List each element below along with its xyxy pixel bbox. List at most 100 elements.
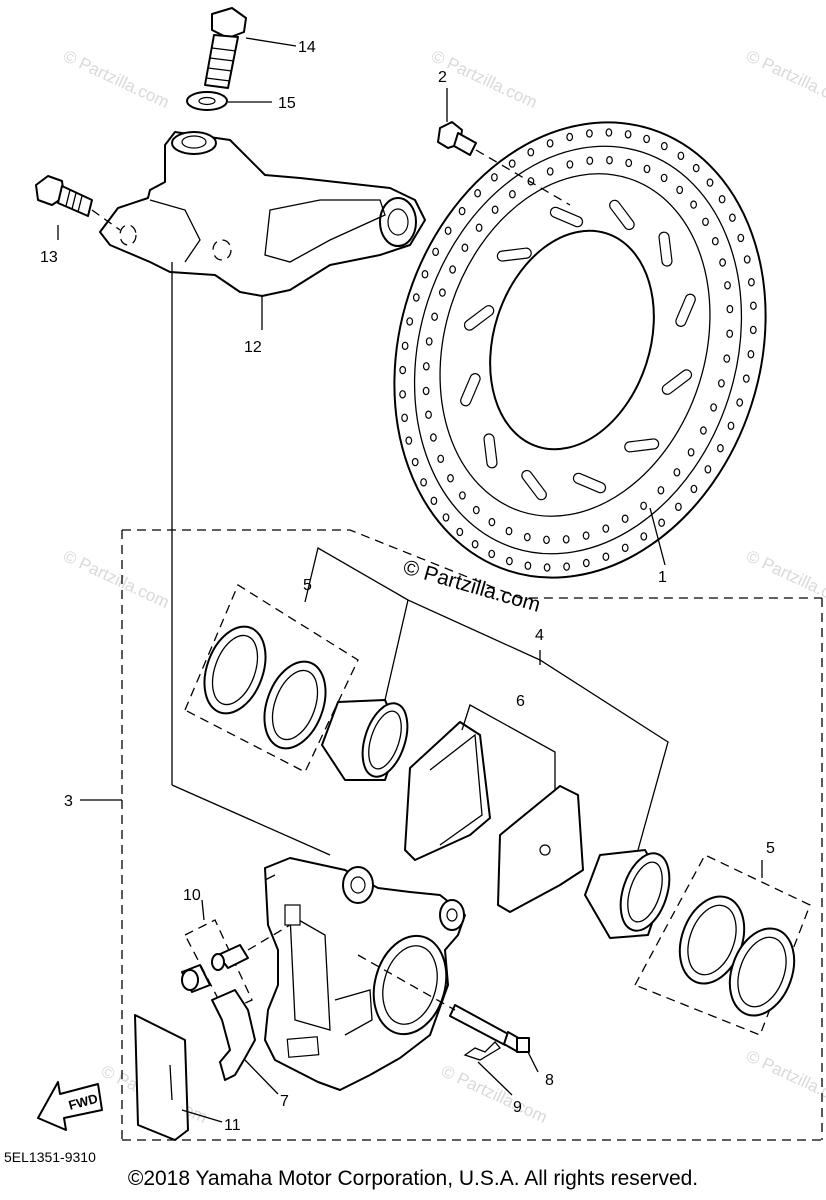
disc-hole: [472, 505, 480, 515]
disc-hole: [488, 517, 496, 527]
disc-hole: [488, 549, 496, 559]
disc-hole: [523, 532, 531, 542]
disc-hole: [456, 527, 464, 537]
leader-lines: [57, 225, 666, 665]
disc-slot: [463, 305, 495, 331]
washer-15: [186, 91, 272, 111]
disc-slot: [483, 433, 498, 469]
callout-9: 9: [513, 1099, 522, 1116]
disc-hole: [736, 398, 744, 407]
fwd-label: FWD: [67, 1091, 99, 1113]
disc-slot: [609, 199, 635, 231]
disc-slot: [624, 438, 660, 453]
disc-hole: [658, 518, 665, 527]
disc-hole: [582, 531, 590, 540]
disc-hole: [562, 535, 570, 544]
disc-hole: [449, 265, 457, 274]
clip-9: [463, 1041, 513, 1096]
disc-hole: [677, 151, 685, 160]
disc-hole: [508, 159, 516, 168]
disc-hole: [509, 189, 516, 199]
callout-14: 14: [298, 39, 316, 56]
caliper-body: [264, 857, 466, 1091]
disc-hole: [432, 247, 440, 256]
disc-hole: [702, 217, 709, 226]
disc-hole: [729, 213, 736, 222]
disc-hole: [676, 185, 684, 195]
disc-slot: [661, 369, 693, 395]
callout-11: 11: [224, 1117, 241, 1134]
disc-hole: [527, 147, 535, 157]
watermark: © Partzilla.com: [60, 546, 172, 612]
disc-slot: [675, 293, 696, 327]
brake-disc: [393, 121, 767, 579]
disc-hole: [399, 365, 407, 375]
disc-hole: [717, 444, 724, 453]
disc-slot: [460, 373, 481, 407]
disc-hole: [719, 258, 726, 267]
disc-slot: [521, 469, 547, 501]
callout-12: 12: [244, 339, 262, 356]
watermark: © Partzilla.com: [743, 46, 826, 112]
disc-hole: [430, 433, 437, 442]
disc-hole: [737, 233, 745, 243]
disc-hole: [412, 293, 420, 302]
shim-11: [134, 1014, 223, 1141]
disc-hole: [422, 362, 430, 371]
watermark: © Partzilla.com: [438, 1061, 550, 1127]
disc-hole: [673, 468, 681, 477]
disc-hole: [430, 496, 438, 505]
disc-hole: [657, 486, 665, 495]
disc-hole: [425, 410, 432, 419]
callout-6: 6: [516, 693, 525, 710]
disc-hole: [704, 465, 712, 474]
disc-hole: [621, 514, 629, 523]
forward-arrow: FWD: [37, 1081, 103, 1131]
watermark: © Partzilla.com: [743, 546, 826, 612]
watermark: © Partzilla.com: [743, 1046, 826, 1112]
bleed-screw-10: [181, 899, 291, 1013]
seal-kit-right: [634, 854, 811, 1036]
disc-hole: [727, 421, 735, 430]
disc-hole: [420, 478, 428, 487]
disc-hole: [643, 134, 650, 144]
disc-hole: [563, 562, 570, 571]
disc-hole: [422, 386, 430, 396]
disc-hole: [543, 535, 550, 545]
watermark: © Partzilla.com: [60, 46, 172, 112]
disc-hole: [690, 484, 698, 494]
disc-hole: [690, 200, 697, 209]
disc-hole: [461, 243, 469, 252]
disc-hole: [566, 160, 574, 169]
disc-hole: [606, 155, 613, 165]
callout-5-right: 5: [766, 840, 775, 857]
disc-hole: [491, 205, 499, 214]
piston-left: [321, 699, 409, 781]
disc-hole: [602, 552, 610, 561]
callout-15: 15: [278, 95, 296, 112]
disc-hole: [447, 474, 454, 483]
callout-numbers: 1 2 3 4 5 5 6 7 8 9 10 11 12 13 14 15: [40, 39, 775, 1134]
disc-hole: [640, 532, 648, 541]
callout-5-left: 5: [303, 577, 312, 594]
disc-hole: [491, 173, 498, 182]
disc-hole: [425, 337, 433, 346]
callout-10: 10: [183, 887, 201, 904]
disc-hole: [660, 141, 668, 151]
disc-hole: [723, 354, 731, 363]
disc-hole: [749, 325, 757, 335]
disc-hole: [621, 543, 629, 553]
disc-hole: [401, 413, 409, 422]
disc-hole: [726, 304, 734, 314]
callout-13: 13: [40, 249, 58, 266]
disc-slot: [658, 231, 673, 267]
disc-hole: [742, 374, 750, 383]
disc-hole: [711, 236, 719, 246]
callout-2: 2: [438, 69, 447, 86]
bolt-14: [204, 7, 297, 89]
disc-hole: [710, 403, 717, 412]
disc-hole: [405, 436, 413, 445]
disc-hole: [718, 379, 725, 388]
caliper-assembly-box: [80, 529, 823, 1141]
